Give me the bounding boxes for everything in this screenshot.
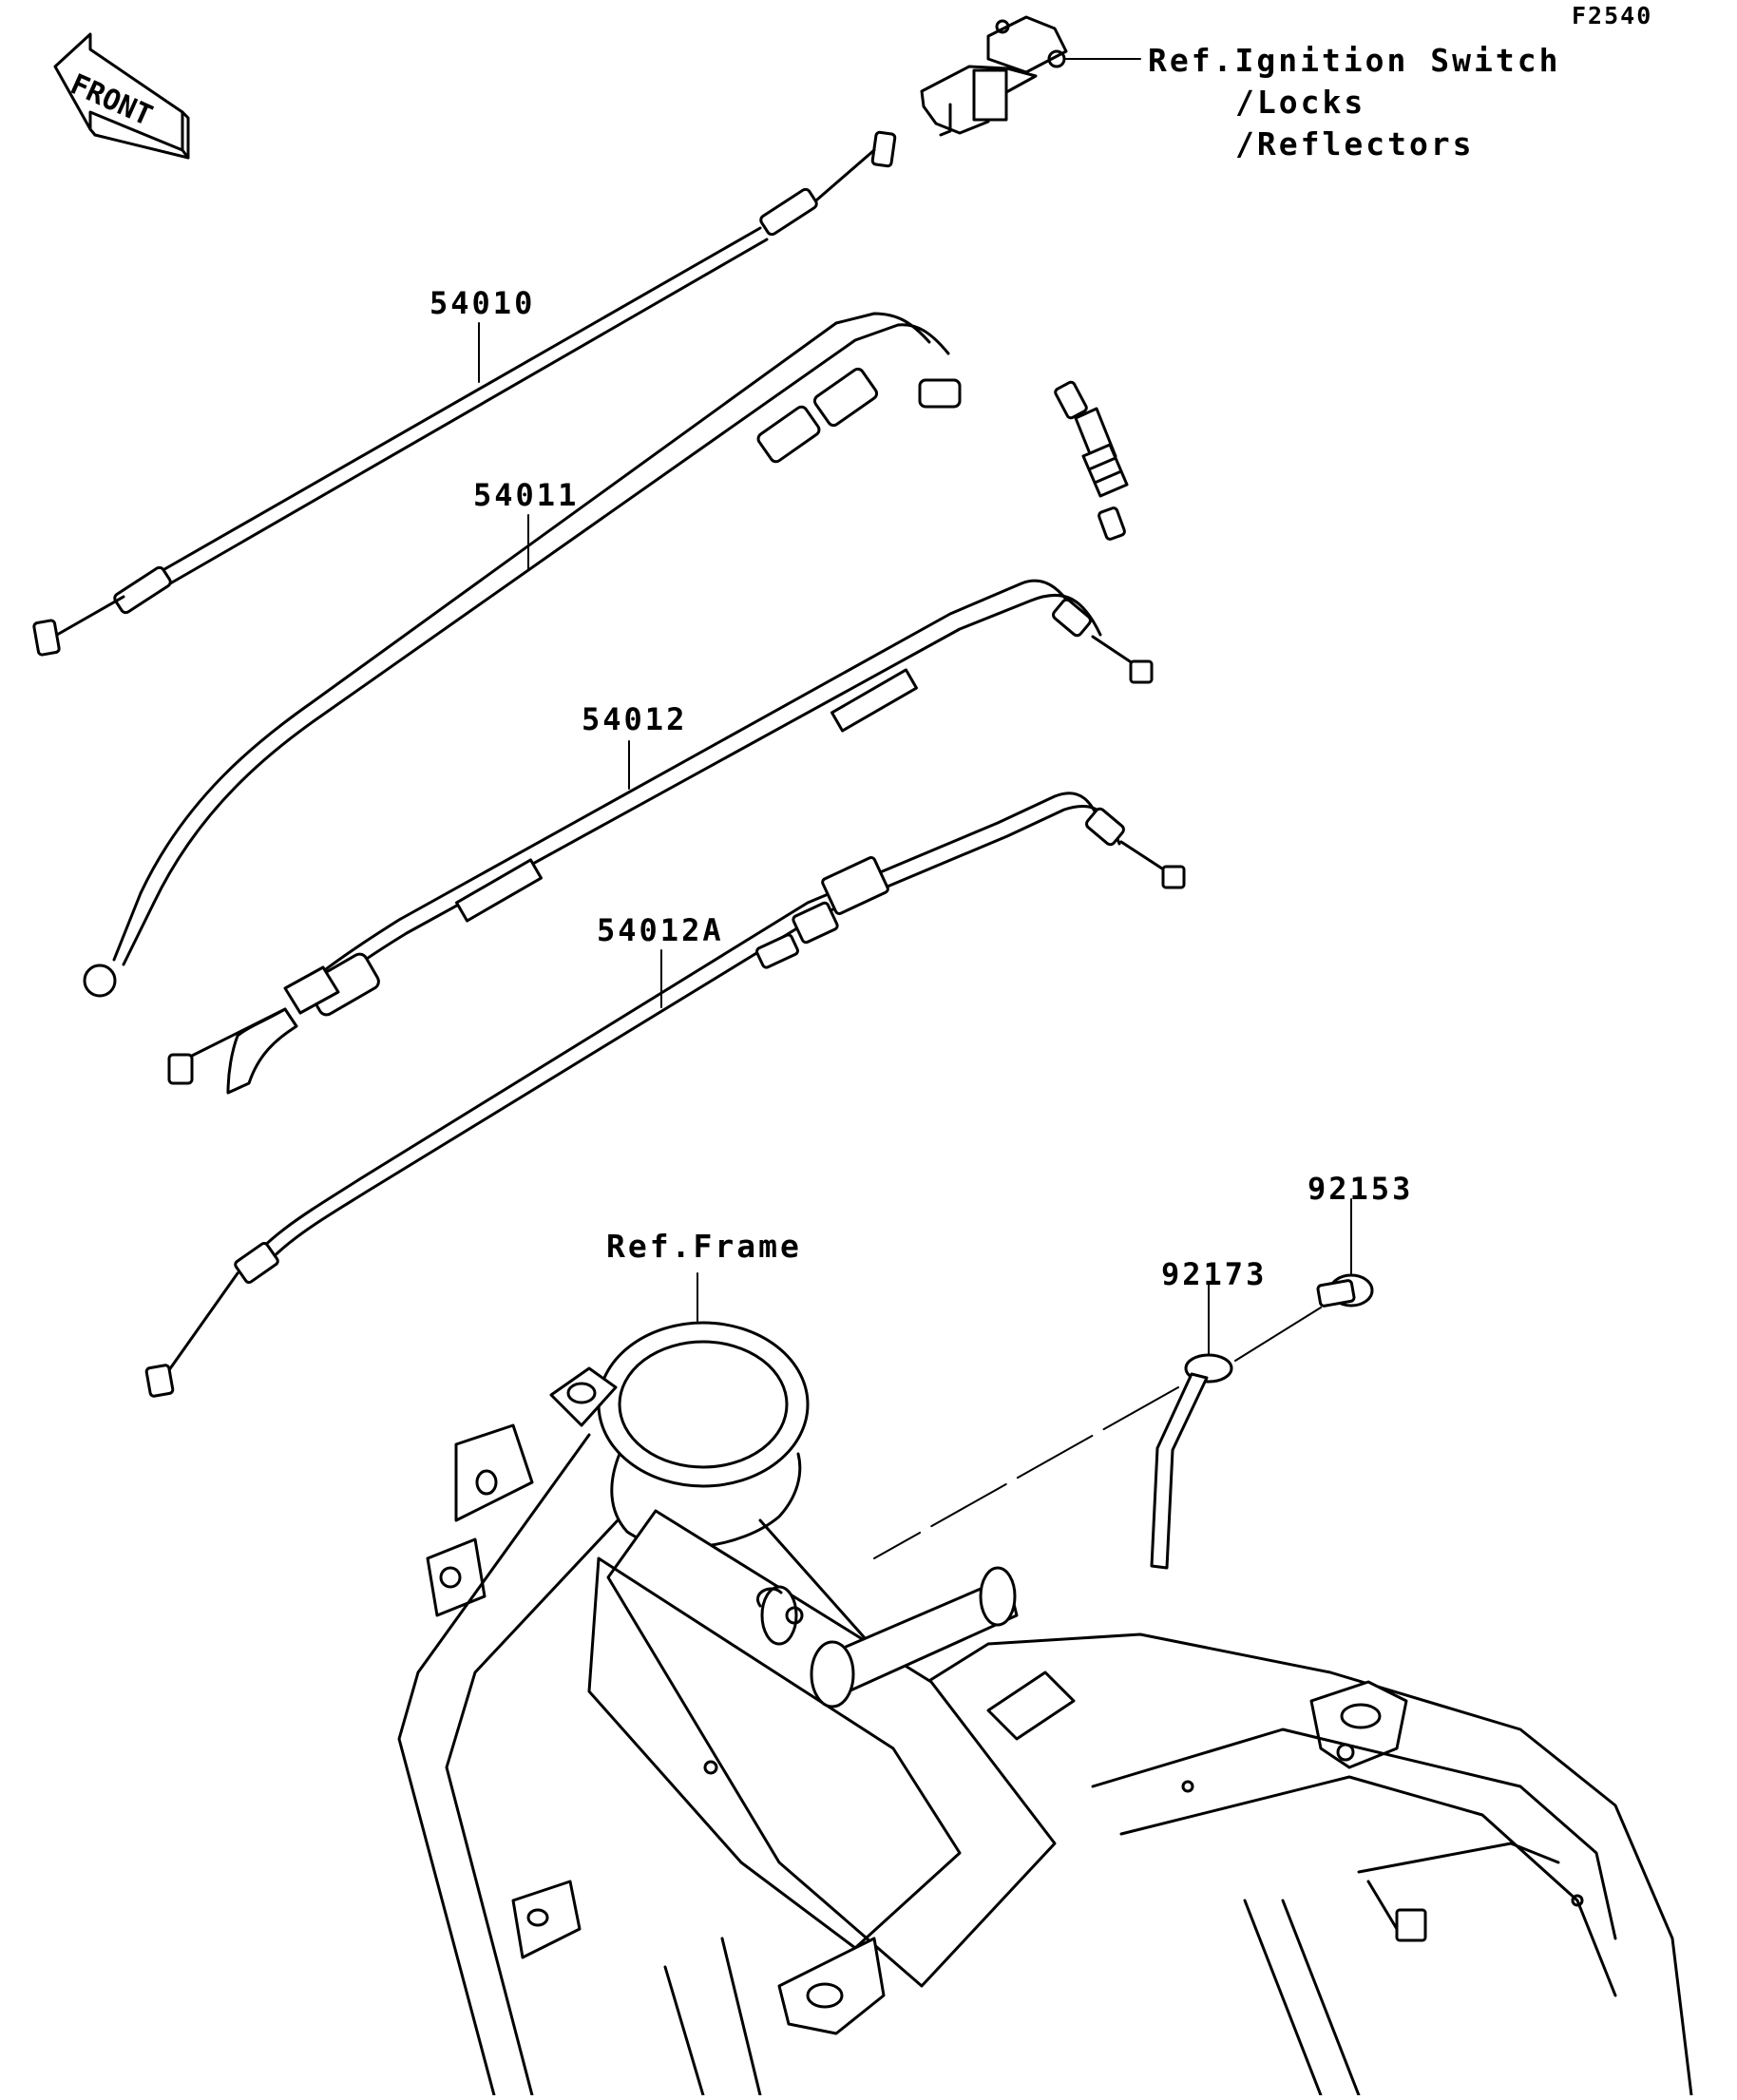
ref-reflectors-label: /Reflectors	[1235, 125, 1475, 162]
cable-54010	[32, 130, 897, 657]
part-number-92173: 92173	[1161, 1256, 1268, 1292]
cable-54012a	[144, 792, 1186, 1398]
ignition-switch-bracket	[920, 15, 1141, 137]
part-number-54011: 54011	[473, 477, 580, 513]
part-number-54010: 54010	[429, 285, 536, 321]
ref-locks-label: /Locks	[1235, 84, 1366, 121]
front-arrow-icon: FRONT	[53, 32, 190, 160]
ref-ignition-switch-label: Ref.Ignition Switch	[1148, 42, 1561, 79]
clamp-92173	[873, 1282, 1233, 1570]
cable-54011	[83, 312, 1129, 998]
figure-code: F2540	[1572, 2, 1653, 29]
part-number-54012: 54012	[582, 701, 688, 737]
ref-frame-label: Ref.Frame	[606, 1228, 802, 1265]
part-number-92153: 92153	[1308, 1171, 1414, 1207]
frame	[397, 1272, 1693, 2097]
part-number-54012a: 54012A	[597, 912, 724, 948]
bolt-92153	[1234, 1198, 1374, 1362]
cable-54012	[167, 579, 1154, 1095]
